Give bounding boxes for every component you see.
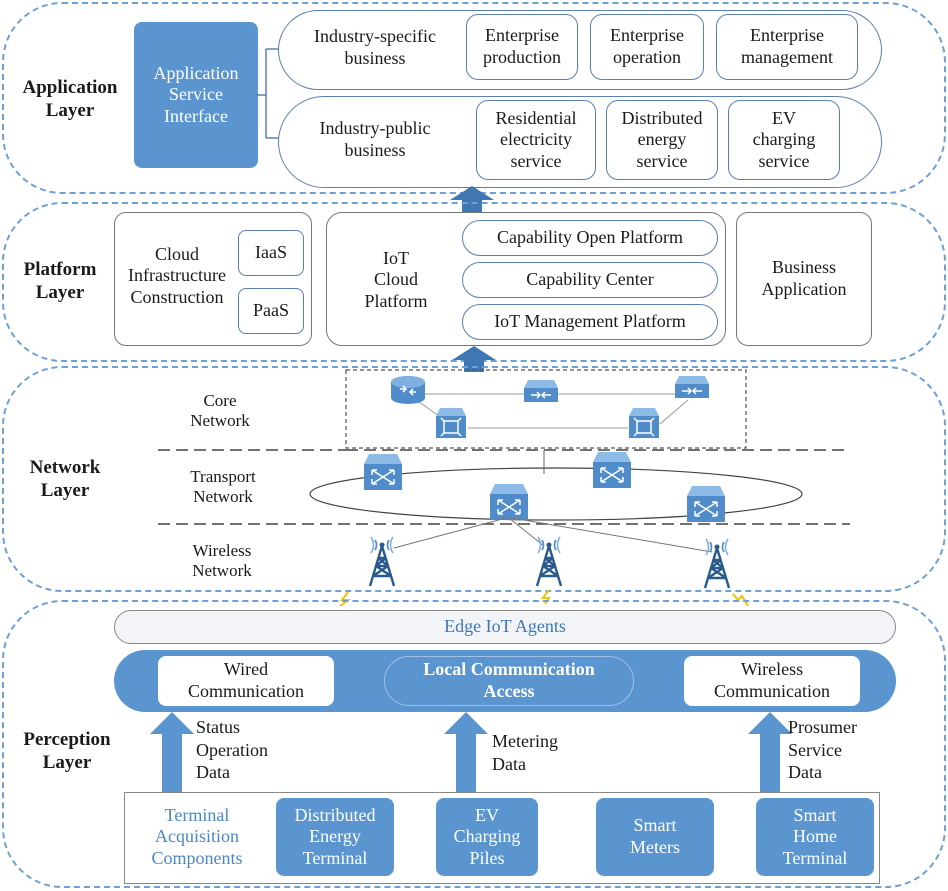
network-graphics [158,369,850,606]
distributed-energy-box: Distributed energy service [606,100,718,180]
cell-tower-icon [368,535,396,588]
ev-charging-piles-box: EV Charging Piles [436,798,538,876]
enterprise-management-box: Enterprise management [716,14,858,80]
arrow-up-status-data [150,712,194,792]
paas-box: PaaS [238,288,304,334]
transport-switch-icon [363,453,403,491]
core-switch-icon [674,375,710,399]
status-operation-data-label: Status Operation Data [196,717,268,782]
wired-communication-box: Wired Communication [158,656,334,706]
transport-ring [309,467,803,521]
perception-layer-label: Perception Layer [23,729,111,773]
core-router-icon [390,375,426,405]
ev-charging-box: EV charging service [728,100,840,180]
industry-specific-label: Industry-specific business [314,26,436,68]
enterprise-production-box: Enterprise production [466,14,578,80]
core-switch-icon [523,379,559,403]
perception-layer [2,600,946,888]
smart-home-terminal-box: Smart Home Terminal [756,798,874,876]
terminal-acquisition-components-label: Terminal Acquisition Components [151,804,243,868]
core-network-box [345,369,747,449]
wireless-communication-box: Wireless Communication [684,656,860,706]
application-service-interface: Application Service Interface [134,22,258,168]
residential-electricity-box: Residential electricity service [476,100,596,180]
iot-cloud-platform-label: IoT Cloud Platform [364,247,428,311]
business-application-box: Business Application [736,212,872,346]
transport-switch-icon [686,485,726,523]
enterprise-operation-box: Enterprise operation [590,14,704,80]
platform-layer-label: Platform Layer [23,259,97,303]
capability-center: Capability Center [462,262,718,298]
industry-public-label: Industry-public business [319,118,431,160]
cell-tower-icon [535,535,563,588]
local-communication-access: Local Communication Access [384,656,634,706]
distributed-energy-terminal-box: Distributed Energy Terminal [276,798,394,876]
transport-network-label: Transport Network [190,466,256,506]
transport-switch-icon [489,483,529,521]
metering-data-label: Metering Data [492,731,558,774]
wireless-network-label: Wireless Network [192,540,252,580]
smart-meters-box: Smart Meters [596,798,714,876]
arrow-up-metering-data [444,712,488,792]
arrow-up-prosumer-data [748,712,792,792]
cell-tower-icon [703,537,731,590]
iaas-box: IaaS [238,230,304,276]
iot-management-platform: IoT Management Platform [462,304,718,340]
interface-connector [256,48,280,139]
network-layer [2,366,946,592]
capability-open-platform: Capability Open Platform [462,220,718,256]
firewall-icon [628,407,660,439]
prosumer-service-data-label: Prosumer Service Data [788,717,857,782]
transport-switch-icon [592,451,632,489]
core-network-label: Core Network [190,390,250,430]
arrow-up-network-to-platform [452,346,496,372]
application-layer-label: Application Layer [22,77,118,121]
cloud-infrastructure-label: Cloud Infrastructure Construction [128,243,226,307]
arrow-up-platform-to-application [450,186,494,212]
firewall-icon [435,407,467,439]
network-layer-label: Network Layer [29,457,101,501]
edge-iot-agents-bar: Edge IoT Agents [114,610,896,644]
